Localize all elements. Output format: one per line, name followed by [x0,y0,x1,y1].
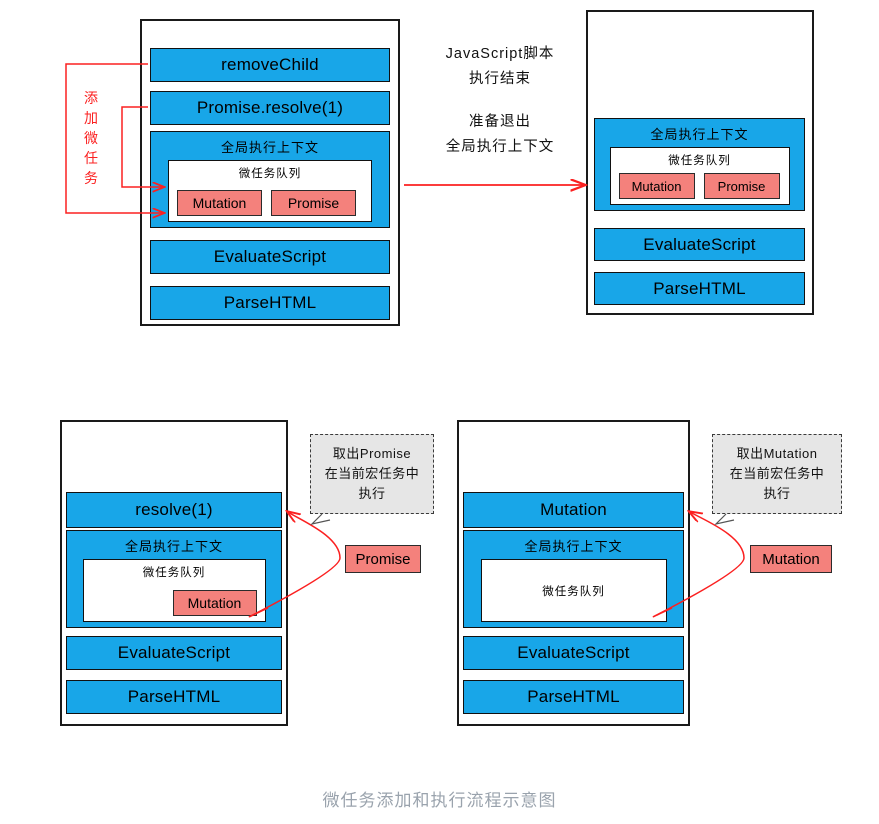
microtask-queue-title: 微任务队列 [542,585,605,598]
context-bottom-right: 全局执行上下文 微任务队列 [463,530,684,628]
callout-line-2: 执行 [358,486,386,502]
chip-promise[interactable]: Promise [345,545,421,573]
microtask-queue-items: Mutation [84,590,265,616]
task-mutation[interactable]: Mutation [172,590,257,616]
note-script-finished: JavaScript脚本 执行结束 [445,46,555,88]
bar-parse-html-br[interactable]: ParseHTML [463,680,684,714]
annotation-char-0: 添 [84,90,98,106]
arrow-callout-left-tail [310,513,331,526]
task-mutation[interactable]: Mutation [618,173,695,199]
bar-evaluate-script-br[interactable]: EvaluateScript [463,636,684,670]
context-title: 全局执行上下文 [124,539,223,554]
context-bottom-left: 全局执行上下文 微任务队列 Mutation [66,530,282,628]
task-promise[interactable]: Promise [271,190,356,216]
microtask-queue: 微任务队列 [480,559,667,622]
bar-parse-html-bl[interactable]: ParseHTML [66,680,282,714]
annotation-char-3: 任 [84,149,98,166]
bar-resolve-call[interactable]: resolve(1) [66,492,282,528]
microtask-queue-title: 微任务队列 [668,155,731,167]
task-promise[interactable]: Promise [703,173,780,199]
bar-evaluate-script-tl[interactable]: EvaluateScript [150,240,390,274]
bar-remove-child[interactable]: removeChild [150,48,390,82]
annotation-char-2: 微 [84,129,98,146]
chip-mutation[interactable]: Mutation [750,545,832,573]
bar-evaluate-script-bl[interactable]: EvaluateScript [66,636,282,670]
callout-line-2: 执行 [763,486,791,502]
context-title: 全局执行上下文 [650,127,749,142]
annotation-char-1: 加 [84,109,98,126]
callout-take-mutation: 取出Mutation 在当前宏任务中 执行 [712,434,842,514]
bar-evaluate-script-tr[interactable]: EvaluateScript [594,228,805,261]
callout-line-0: 取出Mutation [736,445,818,461]
annotation-char-4: 务 [84,169,98,186]
bar-promise-resolve[interactable]: Promise.resolve(1) [150,91,390,125]
callout-line-1: 在当前宏任务中 [324,465,420,481]
context-top-left: 全局执行上下文 微任务队列 Mutation Promise [150,131,390,228]
callout-line-0: 取出Promise [332,445,412,461]
callout-line-1: 在当前宏任务中 [729,465,825,481]
task-mutation[interactable]: Mutation [177,190,262,216]
microtask-queue-items: Mutation Promise [169,190,371,216]
microtask-queue: 微任务队列 Mutation [82,559,266,622]
microtask-queue: 微任务队列 Mutation Promise [609,147,790,205]
bar-parse-html-tl[interactable]: ParseHTML [150,286,390,320]
context-top-right: 全局执行上下文 微任务队列 Mutation Promise [594,118,805,211]
bar-mutation-top[interactable]: Mutation [463,492,684,528]
context-title: 全局执行上下文 [524,539,623,554]
microtask-queue-title: 微任务队列 [238,168,302,180]
annotation-add-microtask: 添 加 微 任 务 [80,89,102,188]
bar-parse-html-tr[interactable]: ParseHTML [594,272,805,305]
microtask-queue-items: Mutation Promise [611,173,789,199]
arrow-callout-right-tail [714,513,735,526]
microtask-queue-title: 微任务队列 [142,567,206,579]
note-exit-context: 准备退出 全局执行上下文 [445,114,555,156]
microtask-queue: 微任务队列 Mutation Promise [168,160,372,222]
context-title: 全局执行上下文 [220,140,319,155]
figure-caption: 微任务添加和执行流程示意图 [322,791,557,810]
callout-take-promise: 取出Promise 在当前宏任务中 执行 [310,434,434,514]
